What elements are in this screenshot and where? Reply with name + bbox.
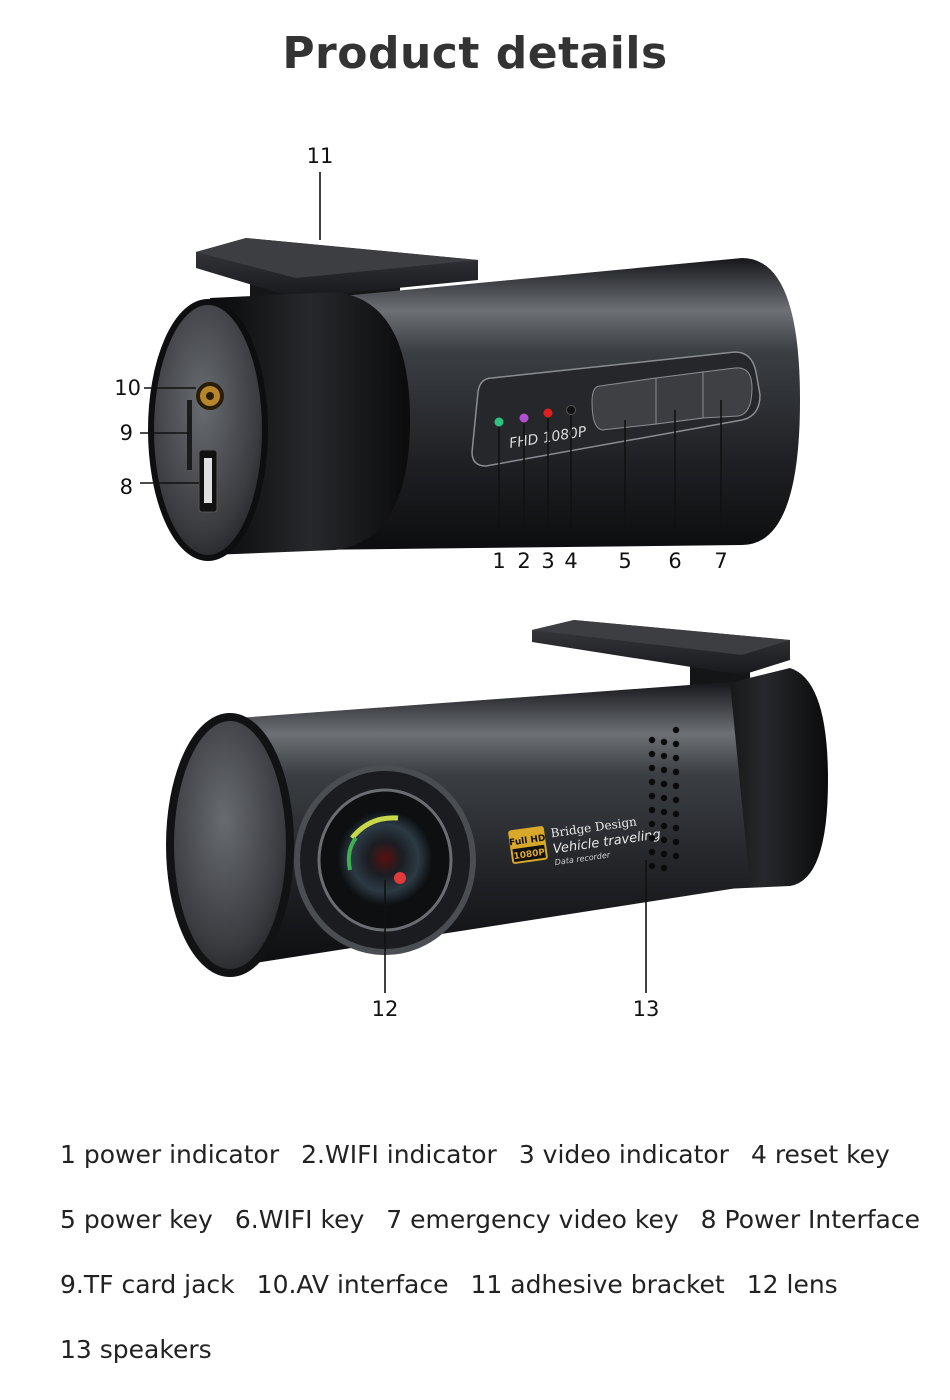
callout-12: 12 (372, 997, 399, 1021)
speaker-hole (648, 806, 656, 814)
callout-7: 7 (714, 549, 727, 573)
speaker-hole (672, 796, 680, 804)
speaker-hole (672, 810, 680, 818)
speaker-hole (672, 852, 680, 860)
product-illustration: FHD 1080P 11 10 9 8 1 2 3 4 5 6 7 (114, 144, 828, 1021)
legend-item: 7 emergency video key (386, 1205, 679, 1234)
tf-card-slot (187, 400, 192, 470)
speaker-hole (648, 820, 656, 828)
speaker-hole (672, 838, 680, 846)
callout-4: 4 (564, 549, 577, 573)
bottom-callouts: 12 13 (372, 860, 660, 1021)
legend-item: 6.WIFI key (234, 1205, 365, 1234)
legend-item: 1 power indicator (60, 1140, 280, 1169)
speaker-grille (648, 726, 680, 872)
speaker-hole (672, 740, 680, 748)
adhesive-bracket (196, 238, 478, 310)
callout-3: 3 (541, 549, 554, 573)
led-power-indicator (494, 417, 504, 427)
legend-item: 12 lens (746, 1270, 838, 1299)
callout-13: 13 (633, 997, 660, 1021)
speaker-hole (648, 750, 656, 758)
speaker-hole (660, 836, 668, 844)
callout-10: 10 (114, 376, 141, 400)
speaker-hole (648, 862, 656, 870)
front-cap (166, 713, 294, 977)
emergency-video-key[interactable] (702, 367, 753, 419)
speaker-hole (672, 824, 680, 832)
button-group (591, 367, 753, 431)
speaker-hole (660, 822, 668, 830)
top-device: FHD 1080P (148, 238, 800, 561)
speaker-hole (648, 792, 656, 800)
speaker-hole (672, 768, 680, 776)
callout-6: 6 (668, 549, 681, 573)
speaker-hole (672, 726, 680, 734)
speaker-hole (660, 780, 668, 788)
speaker-hole (648, 778, 656, 786)
speaker-hole (660, 850, 668, 858)
reset-key[interactable] (566, 405, 576, 415)
legend-item: 10.AV interface (256, 1270, 449, 1299)
page-title: Product details (282, 28, 668, 79)
speaker-hole (660, 766, 668, 774)
legend-item: 9.TF card jack (60, 1270, 235, 1299)
speaker-hole (648, 848, 656, 856)
bottom-device: Full HD 1080P Bridge Design Vehicle trav… (166, 620, 828, 977)
speaker-hole (648, 764, 656, 772)
speaker-hole (672, 782, 680, 790)
badge-bottom-text: 1080P (513, 848, 546, 862)
callout-5: 5 (618, 549, 631, 573)
legend-item: 4 reset key (750, 1140, 890, 1169)
legend-row-3: 9.TF card jack 10.AV interface 11 adhesive… (60, 1270, 860, 1299)
led-wifi-indicator (519, 413, 529, 423)
legend-item: 2.WIFI indicator (301, 1140, 497, 1169)
speaker-hole (660, 752, 668, 760)
speaker-hole (660, 808, 668, 816)
camera-lens (337, 810, 433, 906)
power-key[interactable] (591, 377, 657, 431)
speaker-hole (672, 754, 680, 762)
legend-row-4: 13 speakers (60, 1335, 234, 1364)
callout-1: 1 (492, 549, 505, 573)
callout-2: 2 (517, 549, 530, 573)
legend-row-1: 1 power indicator 2.WIFI indicator 3 video… (60, 1140, 912, 1169)
callout-11: 11 (307, 144, 334, 168)
legend-item: 3 video indicator (518, 1140, 729, 1169)
legend-item: 13 speakers (60, 1335, 212, 1364)
speaker-hole (660, 864, 668, 872)
legend-item: 11 adhesive bracket (470, 1270, 725, 1299)
legend-row-2: 5 power key 6.WIFI key 7 emergency video k… (60, 1205, 942, 1234)
callout-8: 8 (120, 475, 133, 499)
end-cap (148, 299, 268, 561)
speaker-hole (648, 736, 656, 744)
callout-9: 9 (120, 421, 133, 445)
legend-item: 8 Power Interface (700, 1205, 920, 1234)
speaker-hole (660, 738, 668, 746)
full-hd-badge: Full HD 1080P (508, 826, 548, 864)
speaker-hole (648, 834, 656, 842)
top-callouts: 11 10 9 8 1 2 3 4 5 6 7 (114, 144, 727, 573)
led-video-indicator (543, 408, 553, 418)
wifi-key[interactable] (655, 371, 704, 425)
speaker-hole (660, 794, 668, 802)
legend-item: 5 power key (60, 1205, 213, 1234)
